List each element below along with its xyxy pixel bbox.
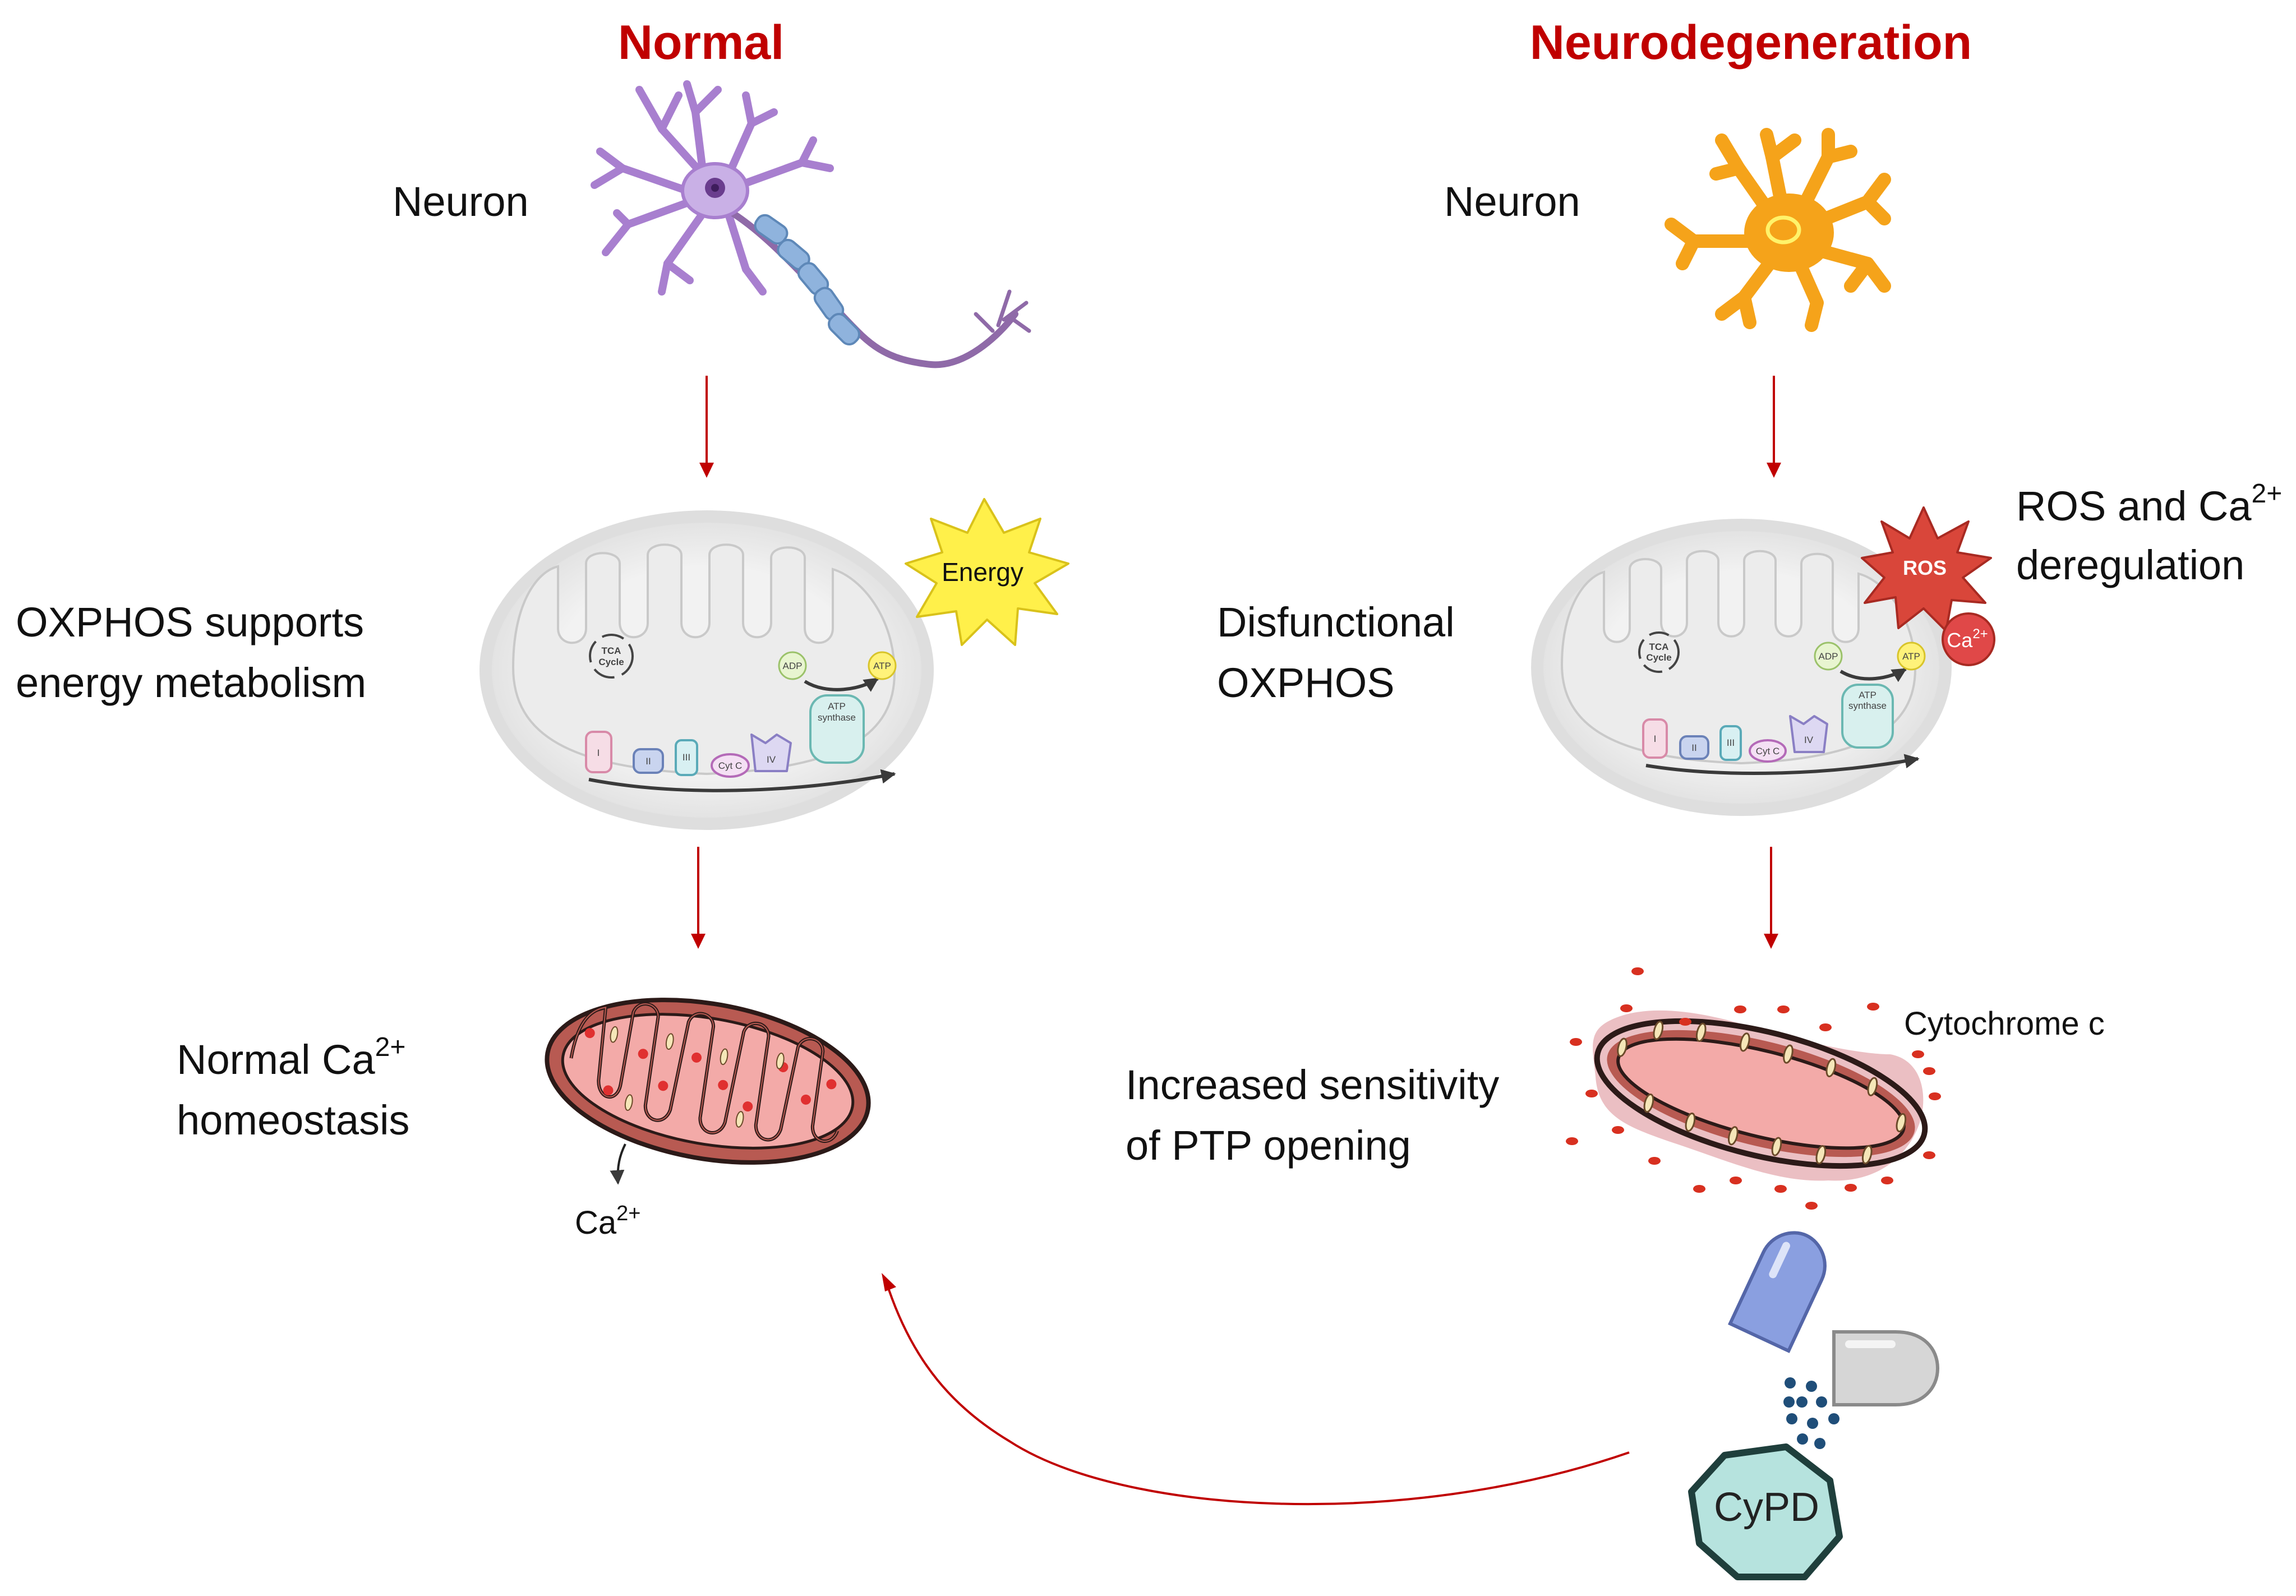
flow-arrow-degeneration-1 bbox=[1767, 376, 1781, 478]
tca-label-line2: Cycle bbox=[598, 657, 624, 667]
tca-label-line2-degeneration: Cycle bbox=[1646, 652, 1671, 663]
complex-iii-label: III bbox=[683, 752, 690, 763]
calcium-homeostasis-line1: Normal Ca bbox=[177, 1036, 375, 1083]
adp-label-degeneration: ADP bbox=[1819, 651, 1838, 662]
complex-iii-icon-degeneration: III bbox=[1719, 725, 1742, 761]
ros-label: ROS bbox=[1903, 556, 1947, 579]
ros-deregulation-line2: deregulation bbox=[2016, 542, 2244, 588]
complex-i-label-degeneration: I bbox=[1654, 734, 1657, 744]
calcium-homeostasis-line2: homeostasis bbox=[177, 1097, 409, 1143]
oxphos-label-degeneration-line2: OXPHOS bbox=[1217, 659, 1395, 706]
calcium-release-label: Ca2+ bbox=[575, 1202, 640, 1241]
flow-arrow-normal-2 bbox=[691, 847, 706, 949]
complex-iii-label-degeneration: III bbox=[1727, 737, 1735, 748]
complex-ii-icon: II bbox=[633, 748, 664, 774]
oxphos-label-normal-line2: energy metabolism bbox=[16, 659, 366, 706]
complex-iv-icon-degeneration: IV bbox=[1789, 715, 1828, 753]
mitochondrion-oxphos-degeneration: TCA Cycle ADP ATP ATP synthase I II III bbox=[1531, 519, 1952, 816]
complex-ii-label: II bbox=[646, 756, 651, 767]
ptp-label: Increased sensitivity of PTP opening bbox=[1126, 1062, 1511, 1169]
ptp-label-line1: Increased sensitivity bbox=[1126, 1062, 1499, 1108]
cytochrome-c-label-degeneration: Cyt C bbox=[1756, 746, 1780, 757]
cytochrome-c-icon-degeneration: Cyt C bbox=[1749, 739, 1787, 763]
atp-badge: ATP bbox=[868, 651, 897, 680]
complex-iv-label: IV bbox=[767, 754, 776, 765]
adp-badge: ADP bbox=[778, 651, 807, 680]
tca-label-line1-degeneration: TCA bbox=[1649, 642, 1669, 652]
atp-synthase-line2-degeneration: synthase bbox=[1848, 700, 1887, 711]
complex-iv-icon: IV bbox=[750, 734, 792, 772]
heading-normal: Normal bbox=[618, 16, 784, 70]
flow-arrow-normal-1 bbox=[699, 376, 714, 478]
ros-deregulation-label: ROS and Ca2+ bbox=[2016, 479, 2282, 529]
oxphos-label-normal: OXPHOS supports energy metabolism bbox=[16, 599, 376, 706]
mitochondrion-oxphos-normal: TCA Cycle ADP ATP ATP synthase I II bbox=[480, 510, 934, 830]
cypd-label: CyPD bbox=[1714, 1485, 1819, 1530]
tca-cycle-icon: TCA Cycle bbox=[589, 634, 634, 679]
ros-deregulation-sup: 2+ bbox=[2252, 479, 2283, 509]
complex-iv-label-degeneration: IV bbox=[1804, 735, 1814, 745]
cytochrome-c-label: Cyt C bbox=[718, 760, 743, 771]
complex-i-label: I bbox=[597, 748, 600, 758]
healthy-neuron-icon bbox=[591, 80, 1031, 368]
atp-synthase-icon: ATP synthase bbox=[809, 694, 865, 764]
atp-synthase-icon-degeneration: ATP synthase bbox=[1841, 684, 1894, 749]
ptp-label-line2: of PTP opening bbox=[1126, 1122, 1411, 1169]
cytochrome-c-label: Cytochrome c bbox=[1904, 1005, 2105, 1042]
damaged-mitochondrion-icon bbox=[1566, 967, 1941, 1210]
complex-ii-label-degeneration: II bbox=[1691, 742, 1696, 753]
complex-i-icon: I bbox=[585, 731, 612, 773]
energy-label: Energy bbox=[942, 557, 1023, 587]
energy-burst-icon: Energy bbox=[905, 498, 1069, 646]
complex-iii-icon: III bbox=[675, 739, 698, 776]
oxphos-label-normal-line1: OXPHOS supports bbox=[16, 599, 364, 645]
tca-label-line1: TCA bbox=[602, 645, 621, 656]
calcium-homeostasis-sup: 2+ bbox=[375, 1032, 406, 1062]
atp-badge-degeneration: ATP bbox=[1897, 642, 1926, 671]
cytochrome-c-icon: Cyt C bbox=[711, 753, 750, 778]
calcium-release-sup: 2+ bbox=[616, 1202, 640, 1225]
tca-cycle-icon-degeneration: TCA Cycle bbox=[1638, 631, 1680, 673]
calcium-badge-label: Ca2+ bbox=[1947, 626, 1988, 652]
complex-i-icon-degeneration: I bbox=[1642, 718, 1668, 759]
heading-neurodegeneration: Neurodegeneration bbox=[1530, 16, 1972, 70]
calcium-release-text: Ca bbox=[575, 1205, 617, 1241]
atp-synthase-line2: synthase bbox=[818, 712, 856, 723]
atp-label: ATP bbox=[873, 661, 891, 671]
calcium-badge-sup: 2+ bbox=[1972, 626, 1988, 642]
oxphos-label-degeneration: Disfunctional OXPHOS bbox=[1217, 599, 1466, 706]
complex-ii-icon-degeneration: II bbox=[1679, 735, 1709, 760]
calcium-badge-text: Ca bbox=[1947, 629, 1973, 652]
healthy-mitochondrion-icon bbox=[545, 998, 871, 1165]
drug-capsule-icon bbox=[1727, 1231, 1940, 1449]
neuron-label-normal: Neuron bbox=[393, 178, 529, 225]
calcium-release-arrow bbox=[610, 1143, 626, 1185]
neuron-label-degeneration: Neuron bbox=[1444, 178, 1580, 225]
cypd-octagon-icon: CyPD bbox=[1688, 1443, 1843, 1580]
adp-badge-degeneration: ADP bbox=[1814, 642, 1843, 671]
ros-deregulation-line1: ROS and Ca bbox=[2016, 483, 2252, 529]
calcium-homeostasis-label: Normal Ca2+ bbox=[177, 1032, 405, 1083]
flow-arrow-degeneration-2 bbox=[1764, 847, 1778, 949]
recovery-arrow bbox=[882, 1273, 1630, 1506]
atp-label-degeneration: ATP bbox=[1902, 651, 1920, 662]
adp-label: ADP bbox=[783, 661, 803, 671]
atp-synthase-line1: ATP bbox=[828, 701, 846, 712]
ros-burst-icon: ROS bbox=[1861, 506, 1992, 632]
oxphos-label-degeneration-line1: Disfunctional bbox=[1217, 599, 1455, 645]
calcium-badge-icon: Ca2+ bbox=[1942, 612, 1995, 666]
degenerating-neuron-icon bbox=[1665, 128, 1891, 332]
atp-synthase-line1-degeneration: ATP bbox=[1859, 690, 1877, 700]
